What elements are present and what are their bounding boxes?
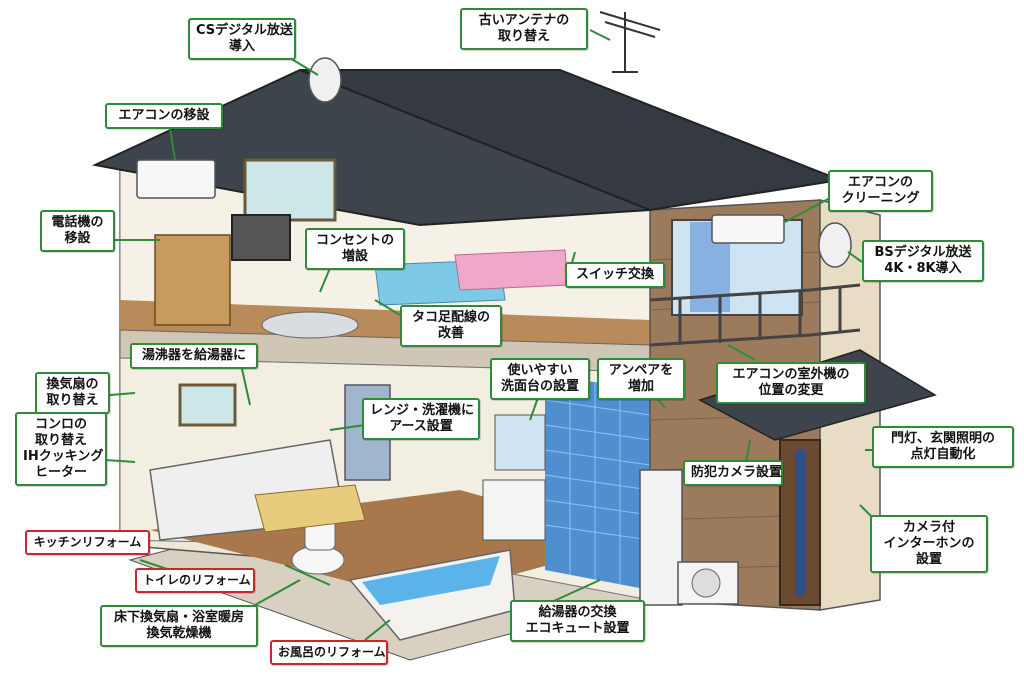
chest-of-drawers <box>154 234 231 326</box>
kitchen-window <box>178 383 237 427</box>
label-ampere[interactable]: アンペアを 増加 <box>597 358 685 400</box>
label-water-heater[interactable]: 湯沸器を給湯器に <box>130 343 258 369</box>
cs-dish <box>308 57 342 103</box>
label-kitchen-reform[interactable]: キッチンリフォーム <box>25 530 150 555</box>
label-switch-change[interactable]: スイッチ交換 <box>565 262 665 288</box>
label-ac-move[interactable]: エアコンの移設 <box>105 103 223 129</box>
dining-table <box>254 484 366 533</box>
tile-grid <box>544 378 651 584</box>
upper-window <box>243 158 337 222</box>
label-bath-reform[interactable]: お風呂のリフォーム <box>270 640 388 665</box>
balcony-ac <box>711 214 785 244</box>
washbasin-cabinet <box>482 479 546 541</box>
label-ac-cleaning[interactable]: エアコンの クリーニング <box>828 170 933 212</box>
label-phone-move[interactable]: 電話機の 移設 <box>40 210 115 252</box>
tv-set <box>231 214 291 261</box>
bed-pink <box>454 249 569 291</box>
label-intercom[interactable]: カメラ付 インターホンの 設置 <box>870 515 988 573</box>
washbasin-mirror <box>494 414 546 471</box>
label-antenna-replace[interactable]: 古いアンテナの 取り替え <box>460 8 588 50</box>
label-ac-outdoor-unit[interactable]: エアコンの室外機の 位置の変更 <box>716 362 866 404</box>
tv-antenna <box>599 11 661 73</box>
label-earth[interactable]: レンジ・洗濯機に アース設置 <box>362 398 480 440</box>
round-table <box>261 311 359 339</box>
label-outlet-add[interactable]: コンセントの 増設 <box>305 228 405 270</box>
label-gate-light[interactable]: 門灯、玄関照明の 点灯自動化 <box>872 426 1014 468</box>
label-tako-wiring[interactable]: タコ足配線の 改善 <box>400 305 502 347</box>
label-heater-swap[interactable]: 給湯器の交換 エコキュート設置 <box>510 600 645 642</box>
door-glass <box>795 450 805 595</box>
label-cs-digital[interactable]: CSデジタル放送 導入 <box>188 18 296 60</box>
label-stove-ih[interactable]: コンロの 取り替え IHクッキング ヒーター <box>15 412 107 486</box>
indoor-ac <box>136 159 216 199</box>
label-fan-replace[interactable]: 換気扇の 取り替え <box>35 372 110 414</box>
outdoor-unit-fan <box>691 568 721 598</box>
label-floor-fan[interactable]: 床下換気扇・浴室暖房 換気乾燥機 <box>100 605 258 647</box>
ecocute-tank <box>639 469 683 606</box>
label-toilet-reform[interactable]: トイレのリフォーム <box>135 568 255 593</box>
balcony-railing <box>649 283 861 347</box>
bs-dish <box>818 222 852 268</box>
label-security-camera[interactable]: 防犯カメラ設置 <box>683 460 783 486</box>
bath-water <box>362 556 500 605</box>
label-bs-digital[interactable]: BSデジタル放送 4K・8K導入 <box>862 240 984 282</box>
label-washbasin[interactable]: 使いやすい 洗面台の設置 <box>490 358 590 400</box>
